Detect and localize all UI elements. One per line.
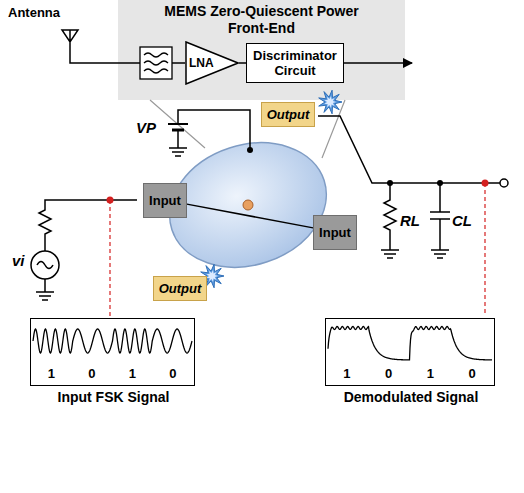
probe-leader [110,183,485,316]
front-end-panel [118,0,405,100]
waveform-box: 1010Demodulated Signal [325,318,495,386]
probe-dot [107,197,114,204]
node-label: Demodulated Signal [306,389,516,406]
component-label: CL [452,212,472,229]
node-label: 0 [169,366,176,381]
output-electrode: Output [261,102,316,127]
vibration-star [319,90,342,114]
battery-symbol [168,110,250,156]
filter-symbol [140,47,172,79]
component-label: RL [400,212,420,229]
anchor [243,200,253,210]
node-label: 1 [48,366,55,381]
drawing-part [178,110,250,150]
node-label: Input FSK Signal [11,389,216,406]
wire [172,62,185,64]
probe-dot [482,180,489,187]
vibration-star [324,96,336,108]
node-label: Output [159,281,202,296]
junction-dot [247,147,253,153]
drawing-part [144,53,168,73]
node-label: Discriminator Circuit [250,48,340,78]
waveforms [33,327,492,360]
node-label: 1 [129,366,136,381]
node-label: LNA [189,56,214,70]
input-electrode: Input [313,215,357,250]
node-label: Input [319,225,351,240]
lna-amplifier: LNA [185,41,239,85]
junction-dot [387,180,393,186]
drawing-part [381,183,399,258]
vibration-star [206,270,218,282]
wire-connector [239,62,246,64]
drawing-part [62,30,140,63]
node-label: Output [267,107,310,122]
junction-dot [437,180,443,186]
drawing-part [39,200,137,251]
output-arrow [344,62,412,64]
component-label: vi [12,252,25,269]
wire-connector [187,204,313,228]
drawing-part [140,47,172,79]
drawing-part [36,279,54,300]
antenna-symbol [62,30,140,63]
node-label: 1 [427,366,434,381]
node-label: 0 [385,366,392,381]
load-circuit [318,116,500,258]
vibration-stars [201,90,342,288]
callout-line [150,100,345,158]
drawing-part [430,183,450,258]
node-label: 0 [88,366,95,381]
drawing-part [31,251,59,279]
input-electrode: Input [143,183,187,218]
node-label: Input [149,193,181,208]
demodulated-waveform [328,327,492,360]
drawing-part [168,123,188,125]
drawing-part [37,262,53,269]
waveform-box: 1010Input FSK Signal [30,318,195,386]
source-circuit [31,200,137,300]
output-electrode: Output [153,276,208,301]
drawing-part [169,130,187,156]
drawing-part [318,116,500,183]
node-label: MEMS Zero-Quiescent Power Front-End [146,3,377,37]
node-label: 0 [469,366,476,381]
front-end-panel: MEMS Zero-Quiescent Power Front-EndLNA Di… [118,0,405,100]
discriminator-box: Discriminator Circuit [246,43,344,83]
amplifier-outline [186,42,238,84]
antenna-label: Antenna [8,5,60,20]
output-terminal [500,179,508,187]
component-label: VP [136,119,156,136]
node-label: 1 [343,366,350,381]
fsk-waveform [33,329,192,353]
